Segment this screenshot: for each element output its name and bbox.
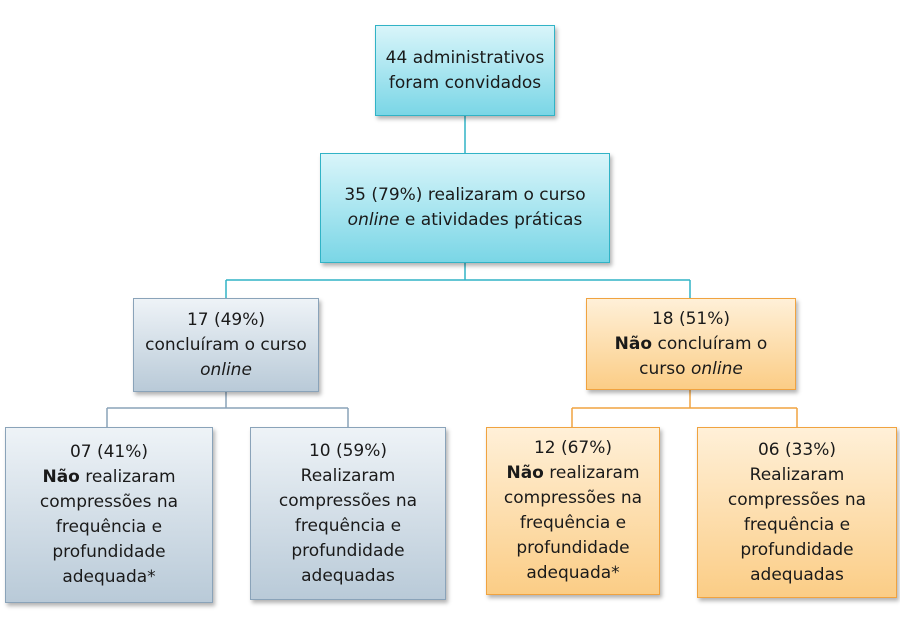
node-text: e atividades práticas xyxy=(399,210,583,230)
node-text: compressões na xyxy=(278,490,418,511)
emphasis-text: Não xyxy=(506,463,544,483)
node-text-line: 44 administrativos xyxy=(386,46,545,71)
node-text: adequada* xyxy=(526,563,620,583)
node-text-line: 07 (41%) xyxy=(70,440,148,465)
node-text: profundidade xyxy=(740,539,854,560)
node-text-line: 12 (67%) xyxy=(534,436,612,461)
node-text: compressões na xyxy=(503,488,643,508)
node-text: Realizaram xyxy=(749,464,845,485)
node-text-line: profundidade xyxy=(740,538,853,563)
node-text: frequência e xyxy=(55,517,163,537)
node-left: 17 (49%) concluíram o curso online xyxy=(133,298,319,392)
node-text-line: Não realizaram xyxy=(42,465,175,490)
node-text: adequadas xyxy=(750,564,844,585)
node-text: profundidade xyxy=(516,538,630,558)
node-text-line: online e atividades práticas xyxy=(348,208,583,233)
emphasis-text: Não xyxy=(42,467,80,487)
node-text: 18 (51%) xyxy=(651,308,731,329)
node-text: concluíram o curso xyxy=(145,334,307,355)
connector-level1-split xyxy=(225,263,691,298)
node-text-line: profundidade xyxy=(291,539,404,564)
node-text: 35 (79%) realizaram o curso xyxy=(344,185,586,205)
node-text-line: 35 (79%) realizaram o curso xyxy=(344,183,585,208)
node-text-line: profundidade xyxy=(52,540,165,565)
node-text: compressões na xyxy=(727,489,867,510)
node-text: concluíram o xyxy=(652,333,768,354)
node-text-line: curso online xyxy=(639,357,743,382)
connector-left-split xyxy=(106,392,349,427)
node-text-line: compressões na xyxy=(728,488,866,513)
node-text-line: frequência e xyxy=(744,513,850,538)
node-text: 12 (67%) xyxy=(533,438,613,458)
node-text-line: online xyxy=(200,358,252,383)
node-text: 44 administrativos xyxy=(385,47,545,68)
node-text: 10 (59%) xyxy=(308,440,388,461)
node-text-line: foram convidados xyxy=(389,71,541,96)
node-text-line: 17 (49%) xyxy=(187,308,265,333)
node-text-line: compressões na xyxy=(504,486,642,511)
node-text: adequadas xyxy=(301,565,395,586)
node-text-line: adequada* xyxy=(62,565,155,590)
node-text: compressões na xyxy=(39,492,179,512)
italic-text: online xyxy=(690,358,743,379)
node-text: frequência e xyxy=(743,514,851,535)
node-text: frequência e xyxy=(519,513,627,533)
node-text: adequada* xyxy=(62,567,156,587)
node-text: frequência e xyxy=(294,515,402,536)
node-text-line: concluíram o curso xyxy=(145,333,307,358)
node-text-line: Realizaram xyxy=(301,464,396,489)
node-text-line: frequência e xyxy=(295,514,401,539)
node-text-line: frequência e xyxy=(520,511,626,536)
node-text-line: adequadas xyxy=(301,564,395,589)
node-text-line: Realizaram xyxy=(750,463,845,488)
node-text-line: adequada* xyxy=(526,561,619,586)
node-text-line: 10 (59%) xyxy=(309,439,387,464)
node-text: curso xyxy=(639,358,691,379)
node-text: profundidade xyxy=(291,540,405,561)
node-text-line: Não concluíram o xyxy=(615,332,768,357)
node-text-line: Não realizaram xyxy=(506,461,639,486)
node-text: realizaram xyxy=(543,463,640,483)
node-root: 44 administrativos foram convidados xyxy=(375,25,555,116)
node-text-line: adequadas xyxy=(750,563,844,588)
node-text-line: 06 (33%) xyxy=(758,438,836,463)
node-text: 06 (33%) xyxy=(757,439,837,460)
node-text-line: compressões na xyxy=(279,489,417,514)
node-text-line: 18 (51%) xyxy=(652,307,730,332)
node-text: profundidade xyxy=(52,542,166,562)
italic-text: online xyxy=(200,359,252,380)
node-text: Realizaram xyxy=(300,465,396,486)
node-left-b: 10 (59%) Realizaram compressões na frequênc… xyxy=(250,427,446,600)
node-text-line: compressões na xyxy=(40,490,178,515)
node-text: 07 (41%) xyxy=(69,442,149,462)
node-text: realizaram xyxy=(79,467,176,487)
node-level1: 35 (79%) realizaram o curso online e ativ… xyxy=(320,153,610,263)
node-right-b: 06 (33%) Realizaram compressões na frequênc… xyxy=(697,427,897,598)
node-text-line: profundidade xyxy=(516,536,629,561)
node-text: foram convidados xyxy=(388,72,542,93)
emphasis-text: Não xyxy=(614,333,653,354)
italic-text: online xyxy=(347,210,400,230)
connector-right-split xyxy=(571,390,798,427)
node-text: 17 (49%) xyxy=(186,309,266,330)
node-text-line: frequência e xyxy=(56,515,162,540)
